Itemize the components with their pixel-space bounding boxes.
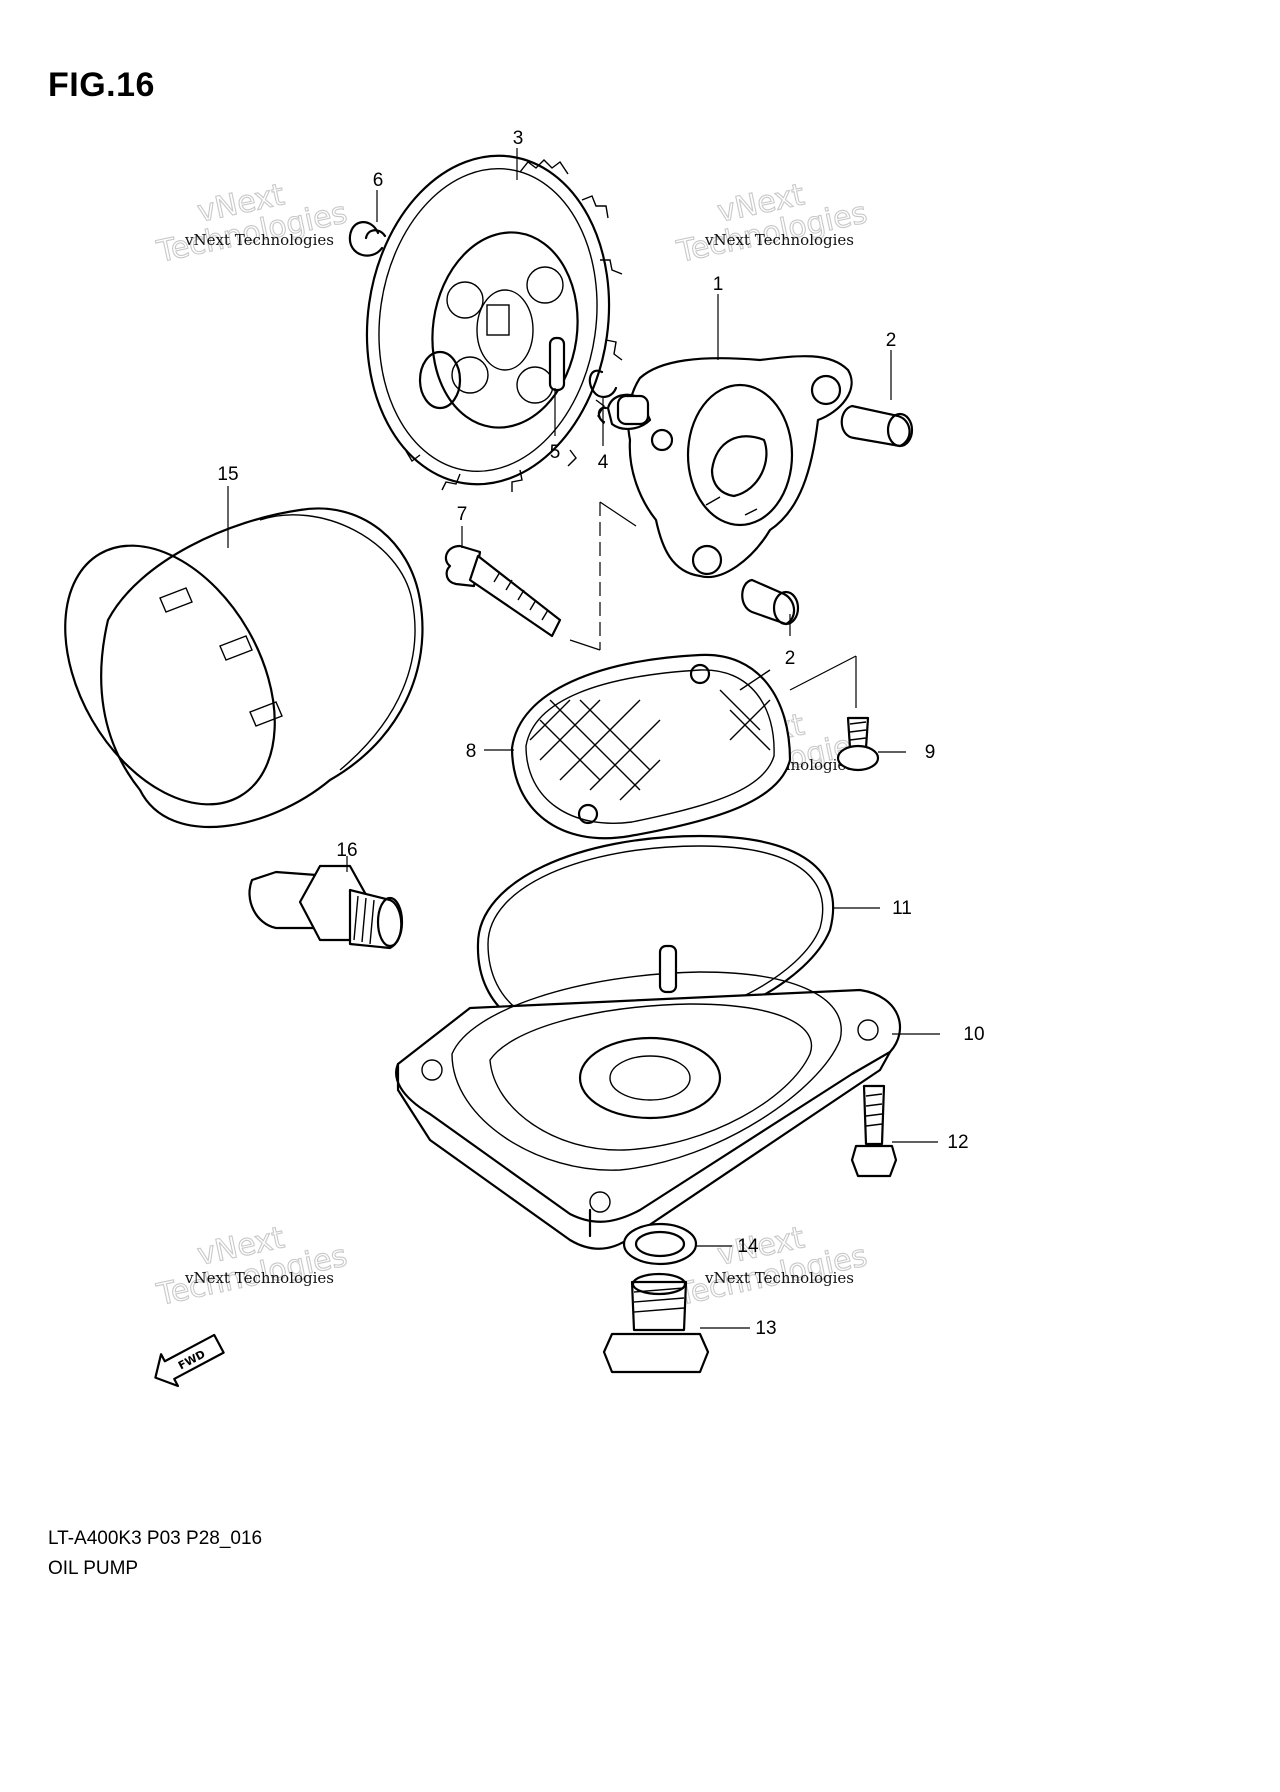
- part-1-oil-pump-body: [606, 355, 853, 579]
- part-label-3: 3: [513, 128, 524, 149]
- part-label-10: 10: [963, 1024, 984, 1045]
- part-3-driven-gear: [365, 154, 623, 492]
- part-8-strainer-gasket: [510, 653, 792, 840]
- watermark-top-right: vNext Technologies vNext Technologies: [673, 177, 871, 271]
- part-labels: 3 6 1 2 5 4 15 7 2 8 9 16 11 10 12 14 13: [217, 128, 984, 1339]
- part-4-washer: [588, 369, 618, 424]
- watermark-bottom-left: vNext Technologies vNext Technologies: [153, 1220, 351, 1314]
- part-label-11: 11: [892, 898, 912, 919]
- figure-title: FIG.16: [48, 66, 155, 104]
- part-label-7: 7: [457, 504, 468, 525]
- part-label-6: 6: [373, 170, 384, 191]
- leader-lines: [227, 148, 940, 1329]
- part-9-small-bolt: [836, 716, 880, 772]
- part-label-15: 15: [217, 464, 238, 485]
- part-5-pin: [548, 336, 566, 392]
- model-code: LT-A400K3 P03 P28_016: [48, 1528, 263, 1549]
- part-label-2b: 2: [785, 648, 796, 669]
- part-label-13: 13: [755, 1318, 776, 1339]
- part-13-drain-plug: [602, 1272, 710, 1374]
- part-label-14: 14: [737, 1236, 759, 1257]
- part-12-bolt: [850, 1084, 898, 1178]
- watermark-bottom-right: vNext Technologies vNext Technologies: [673, 1220, 871, 1314]
- svg-text:vNext Technologies: vNext Technologies: [184, 1269, 334, 1287]
- section-name: OIL PUMP: [48, 1558, 139, 1579]
- part-label-5: 5: [550, 442, 561, 463]
- part-label-9: 9: [925, 742, 936, 763]
- part-6-circlip: [348, 221, 387, 257]
- part-16-pressure-switch: [248, 864, 404, 950]
- part-label-2a: 2: [886, 330, 897, 351]
- part-label-12: 12: [947, 1132, 968, 1153]
- svg-text:vNext Technologies: vNext Technologies: [704, 231, 854, 249]
- watermark-top-left: vNext Technologies vNext Technologies: [153, 177, 351, 271]
- part-label-16: 16: [336, 840, 357, 861]
- part-2-dowel-lower: [741, 578, 800, 626]
- part-10-oil-pan: [395, 944, 902, 1250]
- part-2-dowel-upper: [840, 404, 914, 448]
- part-15-oil-filter: [64, 507, 424, 829]
- strainer-mesh: [529, 669, 771, 801]
- part-label-4: 4: [598, 452, 609, 473]
- svg-text:vNext Technologies: vNext Technologies: [704, 1269, 854, 1287]
- assembly-guide-lines: [569, 501, 857, 708]
- svg-text:vNext Technologies: vNext Technologies: [184, 231, 334, 249]
- part-14-washer: [622, 1222, 698, 1266]
- part-label-8: 8: [466, 741, 477, 762]
- part-label-1: 1: [713, 274, 724, 295]
- forward-arrow-icon: FWD: [154, 1333, 225, 1388]
- part-7-bolt: [444, 544, 562, 638]
